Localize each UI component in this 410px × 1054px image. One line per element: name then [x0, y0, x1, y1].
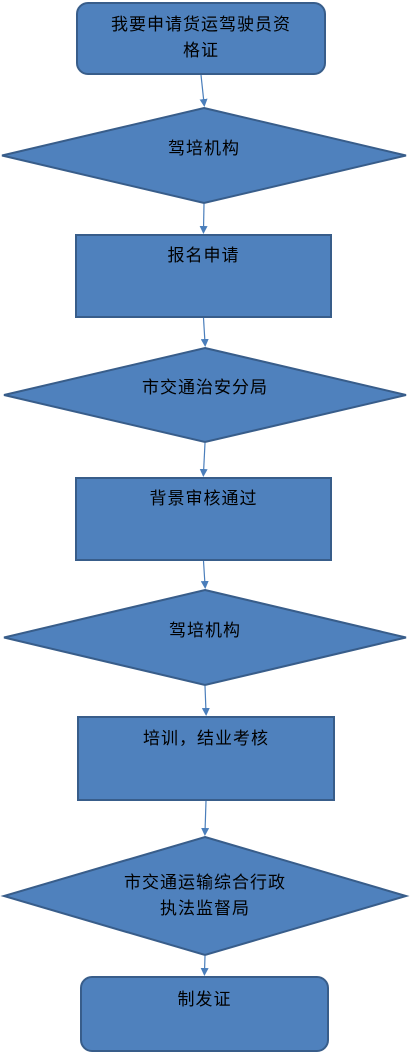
arrow-driving-school-2-to-training-exam — [201, 685, 210, 716]
arrow-driving-school-1-to-register-apply — [199, 203, 208, 234]
arrow-register-apply-to-public-security — [200, 317, 209, 347]
driving-school-2-decision — [3, 588, 407, 687]
arrow-public-security-to-background-check — [199, 442, 208, 477]
issue-certificate-box — [80, 976, 329, 1052]
public-security-decision — [3, 346, 407, 444]
arrow-enforcement-bureau-to-issue-certificate — [200, 955, 209, 976]
register-apply-box — [75, 234, 332, 318]
enforcement-bureau-decision — [0, 835, 410, 957]
driving-school-1-decision — [1, 106, 407, 205]
arrow-start-application-to-driving-school-1 — [199, 74, 208, 107]
background-check-box — [75, 477, 332, 561]
start-application-box — [76, 2, 326, 75]
arrow-background-check-to-driving-school-2 — [200, 560, 209, 589]
arrow-training-exam-to-enforcement-bureau — [201, 800, 210, 836]
training-exam-box — [77, 716, 335, 801]
